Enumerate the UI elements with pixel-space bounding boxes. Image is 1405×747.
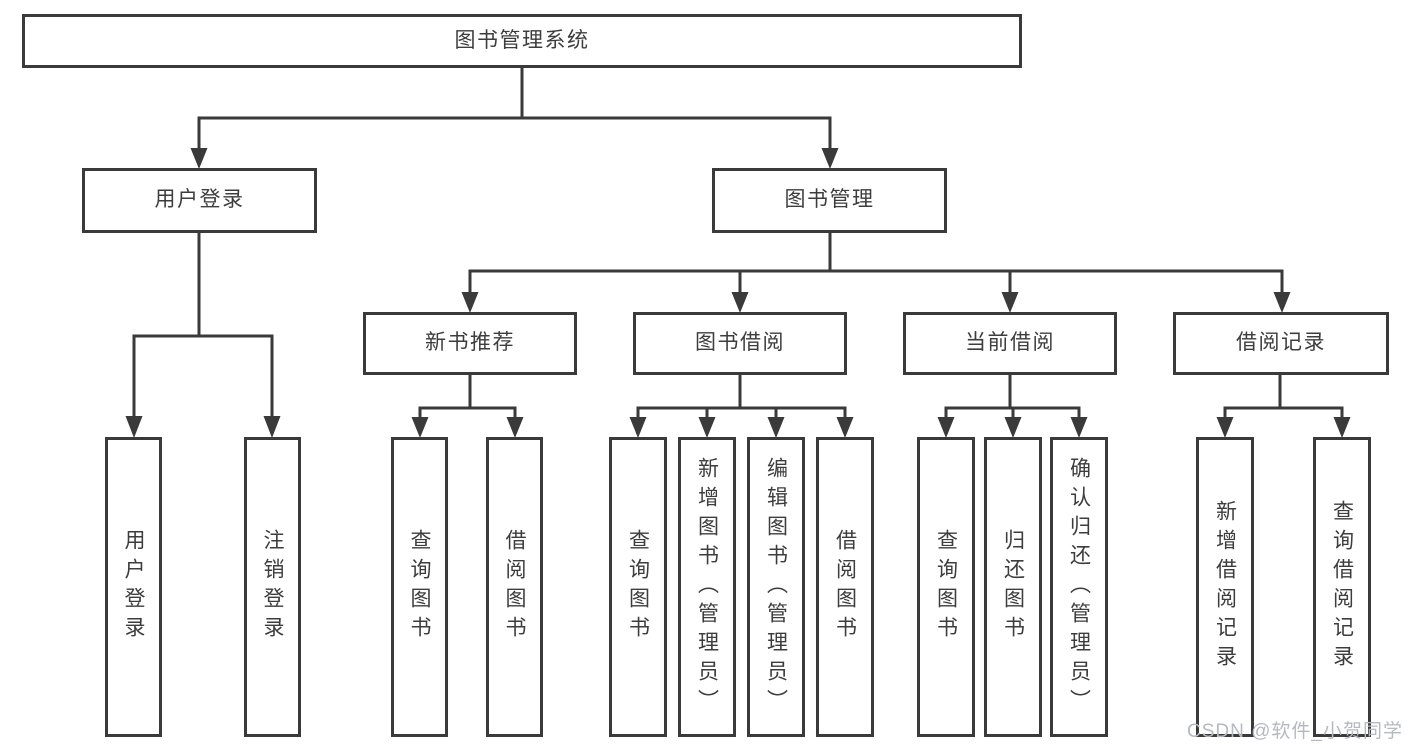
node-book-borrowing: 图书借阅 — [633, 312, 847, 375]
connector-book-mgmt-children — [461, 233, 1291, 313]
connector-new-books-children — [411, 375, 524, 438]
node-current-borrowing: 当前借阅 — [903, 312, 1117, 375]
leaf-borrow-books-newbooks: 借阅图书 — [486, 437, 543, 737]
node-user-login: 用户登录 — [82, 168, 317, 233]
connector-user-login-children — [125, 233, 281, 438]
connector-book-borrow-children — [629, 375, 854, 438]
connector-current-borrow-children — [937, 375, 1088, 438]
leaf-logout: 注销登录 — [244, 437, 301, 737]
csdn-watermark: CSDN @软件_小贺同学 — [1187, 721, 1403, 742]
node-library-system: 图书管理系统 — [22, 14, 1022, 68]
leaf-query-borrow-record: 查询借阅记录 — [1313, 437, 1371, 737]
leaf-user-login: 用户登录 — [105, 437, 162, 737]
leaf-query-books-newbooks: 查询图书 — [391, 437, 448, 737]
connector-root-to-level2 — [190, 67, 839, 169]
node-borrowing-records: 借阅记录 — [1173, 312, 1389, 375]
leaf-return-books: 归还图书 — [984, 437, 1042, 737]
leaf-edit-books-admin: 编辑图书（管理员） — [747, 437, 805, 737]
leaf-query-books-borrowing: 查询图书 — [609, 437, 667, 737]
connector-borrow-records-children — [1216, 375, 1351, 438]
leaf-query-books-current: 查询图书 — [917, 437, 975, 737]
leaf-confirm-return-admin: 确认归还（管理员） — [1050, 437, 1108, 737]
leaf-add-books-admin: 新增图书（管理员） — [678, 437, 736, 737]
node-new-book-recommend: 新书推荐 — [363, 312, 577, 375]
leaf-add-borrow-record: 新增借阅记录 — [1196, 437, 1254, 737]
leaf-borrow-books-borrowing: 借阅图书 — [816, 437, 874, 737]
node-book-management: 图书管理 — [712, 168, 947, 233]
